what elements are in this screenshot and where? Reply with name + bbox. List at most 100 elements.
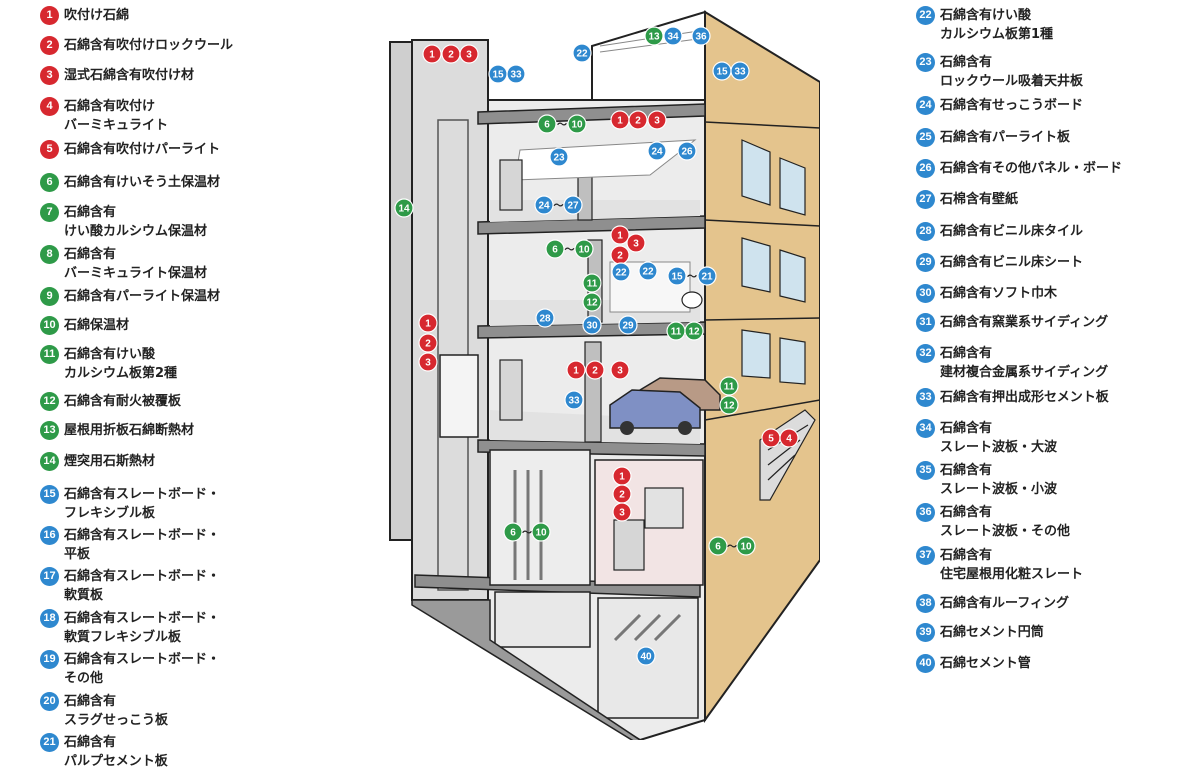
legend-label: 吹付け石綿 — [64, 8, 130, 23]
diagram-marker-27: 27 — [563, 195, 583, 215]
diagram-marker-30: 30 — [582, 315, 602, 335]
diagram-marker-12: 12 — [582, 292, 602, 312]
legend-number-badge: 13 — [40, 421, 59, 440]
diagram-marker-6: 6 — [708, 536, 728, 556]
diagram-marker-1: 1 — [566, 360, 586, 380]
diagram-marker-14: 14 — [394, 198, 414, 218]
marker-circle — [506, 64, 526, 84]
legend-number-badge: 10 — [40, 316, 59, 335]
diagram-marker-11: 11 — [719, 376, 739, 396]
legend-label: 屋根用折板石綿断熱材 — [64, 423, 195, 438]
legend-label: 石綿含有押出成形セメント板 — [940, 390, 1109, 405]
marker-number: 13 — [648, 32, 660, 43]
legend-number-badge: 6 — [40, 173, 59, 192]
marker-circle — [549, 147, 569, 167]
parked-cars — [609, 377, 721, 435]
legend-label: 石綿含有吹付けパーライト — [64, 142, 221, 157]
facade-windows — [741, 139, 806, 385]
marker-number: 3 — [617, 366, 623, 377]
diagram-marker-2: 2 — [612, 484, 632, 504]
diagram-marker-1: 1 — [610, 225, 630, 245]
diagram-marker-11: 11 — [582, 273, 602, 293]
legend-number-badge: 16 — [40, 526, 59, 545]
legend-number-badge: 2 — [40, 36, 59, 55]
marker-circle — [730, 61, 750, 81]
legend-number-badge: 12 — [40, 392, 59, 411]
legend-label: 石綿含有その他パネル・ボード — [940, 161, 1123, 176]
marker-circle — [582, 315, 602, 335]
marker-number: 11 — [671, 327, 682, 338]
legend-label: 石綿含有 スレート波板・その他 — [940, 505, 1071, 539]
diagram-marker-1: 1 — [418, 313, 438, 333]
legend-label: 石棉含有壁紙 — [940, 192, 1019, 207]
marker-circle — [537, 114, 557, 134]
diagram-marker-10: 10 — [567, 114, 587, 134]
marker-circle — [574, 239, 594, 259]
marker-circle — [667, 266, 687, 286]
marker-number: 22 — [576, 49, 588, 60]
legend-label: 石綿含有けいそう土保温材 — [64, 175, 221, 190]
diagram-marker-15: 15 — [667, 266, 687, 286]
legend-label: 石綿含有スレートボード・ 軟質板 — [64, 569, 221, 603]
diagram-marker-6: 6 — [503, 522, 523, 542]
legend-label: 石綿セメント円筒 — [940, 625, 1044, 640]
legend-label: 石綿含有ビニル床シート — [940, 255, 1084, 270]
legend-label: 石綿含有ルーフィング — [940, 596, 1069, 611]
marker-number: 11 — [587, 279, 598, 290]
range-separator: ～ — [687, 272, 697, 283]
marker-circle — [779, 428, 799, 448]
marker-circle — [564, 390, 584, 410]
marker-number: 1 — [429, 50, 435, 61]
marker-number: 24 — [538, 201, 550, 212]
legend-number-badge: 29 — [916, 253, 935, 272]
marker-circle — [563, 195, 583, 215]
cement-pipes — [613, 613, 682, 642]
diagram-marker-40: 40 — [636, 646, 656, 666]
marker-number: 29 — [622, 321, 634, 332]
marker-circle — [626, 233, 646, 253]
legend-label: 石綿含有パーライト板 — [940, 130, 1071, 145]
marker-number: 3 — [619, 508, 625, 519]
diagram-marker-22: 22 — [611, 262, 631, 282]
marker-number: 2 — [635, 116, 641, 127]
legend-label: 石綿含有 建材複合金属系サイディング — [940, 346, 1109, 380]
diagram-marker-26: 26 — [677, 141, 697, 161]
marker-number: 30 — [586, 321, 598, 332]
marker-number: 10 — [740, 542, 752, 553]
diagram-marker-28: 28 — [535, 308, 555, 328]
marker-circle — [647, 110, 667, 130]
marker-number: 1 — [425, 319, 431, 330]
marker-number: 3 — [654, 116, 660, 127]
marker-number: 2 — [425, 339, 431, 350]
marker-number: 36 — [695, 32, 707, 43]
marker-circle — [567, 114, 587, 134]
marker-circle — [418, 313, 438, 333]
boiler — [644, 487, 684, 529]
marker-number: 2 — [448, 50, 454, 61]
legend-number-badge: 33 — [916, 388, 935, 407]
legend-number-badge: 38 — [916, 594, 935, 613]
elevator-tower — [411, 39, 489, 601]
diagram-marker-12: 12 — [719, 395, 739, 415]
legend-label: 石綿含有けい酸 カルシウム板第1種 — [940, 8, 1054, 42]
marker-circle — [691, 26, 711, 46]
marker-number: 33 — [734, 67, 746, 78]
marker-circle — [697, 266, 717, 286]
